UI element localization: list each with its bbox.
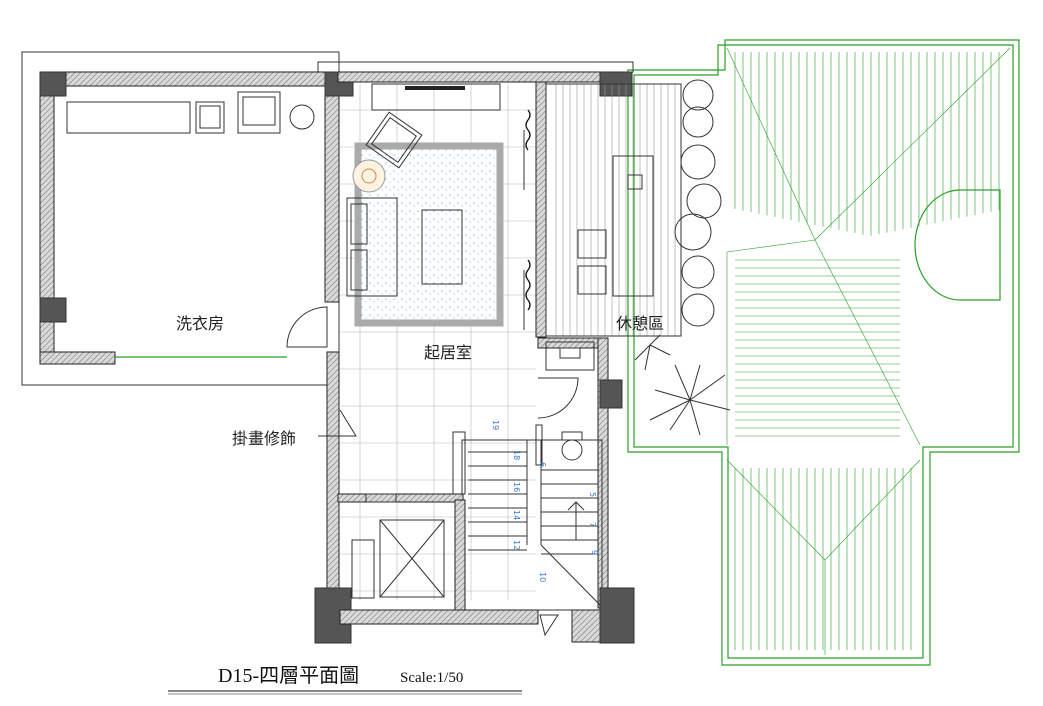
stair-step-number: 14 (512, 510, 521, 520)
sofa (346, 197, 398, 297)
stair-step-number: 7 (588, 522, 597, 527)
toilet (561, 439, 583, 461)
room-label-laundry: 洗衣房 (176, 315, 224, 333)
room-label-living: 起居室 (424, 344, 472, 362)
washer (237, 91, 281, 134)
stair-step-number: 12 (512, 540, 521, 550)
stair-numbers: 5 6 7 9 10 12 14 16 18 19 (491, 420, 599, 582)
plan-scale: Scale:1/50 (400, 670, 463, 686)
roof (627, 39, 1020, 666)
lounge-area (545, 79, 731, 436)
laundry-room (39, 71, 354, 365)
side-table (352, 159, 386, 193)
stair-step-number: 10 (538, 572, 547, 582)
wall-art-marker (318, 409, 357, 437)
service-core (314, 337, 635, 644)
stair-step-number: 9 (590, 550, 599, 555)
roof-tiles (734, 52, 1000, 650)
stair-step-number: 16 (512, 482, 521, 492)
laundry-door (286, 306, 328, 348)
roof-ridges (726, 47, 1011, 655)
roof-dormer (914, 189, 1001, 301)
room-label-lounge: 休憩區 (616, 315, 664, 333)
armchair (365, 111, 423, 169)
living-room (326, 71, 633, 600)
bar-stool (577, 229, 607, 259)
laundry-counter (66, 101, 191, 134)
plan-title: D15-四層平面圖 (218, 665, 359, 687)
bar-counter (612, 155, 654, 297)
bar-stool (577, 265, 607, 295)
tree (634, 334, 731, 436)
curtain (525, 109, 531, 151)
stair-step-number: 6 (538, 462, 547, 467)
coffee-table (421, 209, 463, 285)
stair-step-number: 19 (491, 420, 500, 430)
dryer (195, 101, 225, 134)
elevator (379, 519, 445, 598)
tv-cabinet (371, 83, 501, 111)
stair-step-number: 5 (588, 492, 597, 497)
bath-door (537, 377, 579, 419)
stair-step-number: 18 (512, 450, 521, 460)
bath-sink (545, 341, 595, 371)
living-outline (317, 61, 634, 73)
planters (674, 79, 722, 327)
annotation-wall-art: 掛畫修飾 (232, 430, 296, 448)
